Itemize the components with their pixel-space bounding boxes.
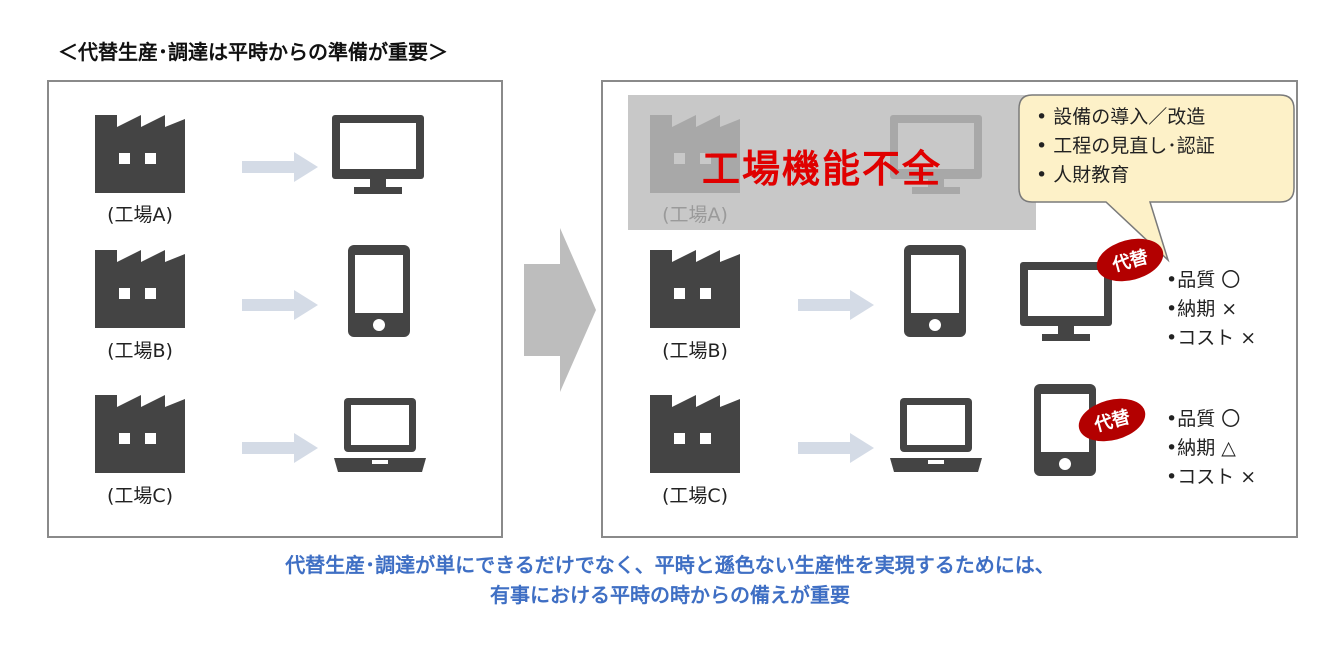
conclusion-line: 代替生産･調達が単にできるだけでなく、平時と遜色ない生産性を実現するためには、: [285, 553, 1055, 577]
transition-arrow-icon: [524, 228, 596, 392]
evaluation-item: 品質 〇: [1166, 405, 1256, 434]
callout-item: 工程の見直し･認証: [1036, 132, 1215, 161]
factory-label: (工場A): [107, 204, 173, 226]
callout-item: 人財教育: [1036, 161, 1215, 190]
failure-text: 工場機能不全: [702, 147, 943, 191]
page-title: ＜代替生産･調達は平時からの準備が重要＞: [58, 40, 448, 64]
laptop-icon: [334, 398, 426, 472]
evaluation-item: 納期 △: [1166, 434, 1256, 463]
arrow-right-icon: [798, 433, 874, 463]
factory-label: (工場C): [106, 485, 174, 507]
evaluation-item: 納期 ×: [1166, 295, 1256, 324]
factory-icon: [650, 250, 740, 328]
factory-icon: [650, 115, 740, 193]
evaluation-list: 品質 〇 納期 △ コスト ×: [1166, 405, 1256, 492]
factory-icon: [95, 115, 185, 193]
monitor-icon: [890, 115, 982, 195]
arrow-right-icon: [242, 152, 318, 182]
evaluation-item: コスト ×: [1166, 324, 1256, 353]
monitor-icon: [332, 115, 424, 195]
evaluation-item: コスト ×: [1166, 463, 1256, 492]
evaluation-item: 品質 〇: [1166, 266, 1256, 295]
callout-list: 設備の導入／改造 工程の見直し･認証 人財教育: [1036, 103, 1215, 190]
factory-label: (工場B): [662, 340, 728, 362]
factory-label: (工場A): [662, 204, 728, 226]
arrow-right-icon: [242, 433, 318, 463]
arrow-right-icon: [242, 290, 318, 320]
monitor-icon: [1020, 262, 1112, 342]
smartphone-icon: [348, 245, 410, 337]
laptop-icon: [890, 398, 982, 472]
smartphone-icon: [904, 245, 966, 337]
smartphone-icon: [1034, 384, 1096, 476]
evaluation-list: 品質 〇 納期 × コスト ×: [1166, 266, 1256, 353]
factory-label: (工場B): [107, 340, 173, 362]
factory-icon: [650, 395, 740, 473]
callout-item: 設備の導入／改造: [1036, 103, 1215, 132]
arrow-right-icon: [798, 290, 874, 320]
factory-label: (工場C): [661, 485, 729, 507]
factory-icon: [95, 395, 185, 473]
conclusion-line: 有事における平時の時からの備えが重要: [490, 583, 850, 607]
factory-icon: [95, 250, 185, 328]
conclusion-text: 代替生産･調達が単にできるだけでなく、平時と遜色ない生産性を実現するためには、 …: [0, 550, 1340, 610]
